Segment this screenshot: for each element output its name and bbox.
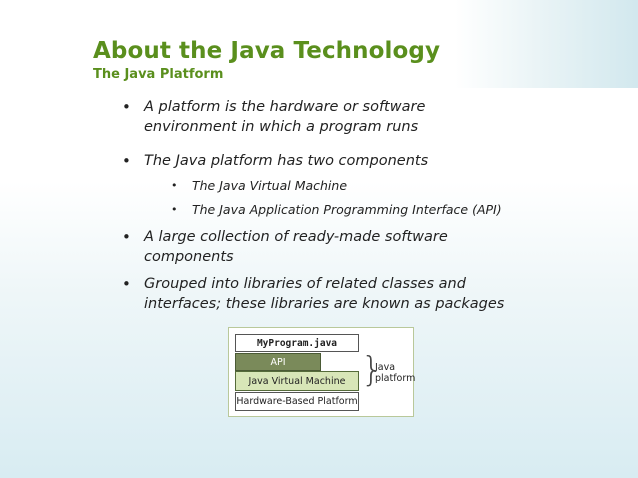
subbullet-api: • The Java Application Programming Inter…	[171, 201, 502, 219]
brace-label-line: platform	[375, 373, 416, 384]
bullet-dot-icon: •	[122, 152, 131, 170]
bullet-line: components	[144, 249, 234, 265]
bullet-line: A platform is the hardware or software	[144, 99, 426, 115]
api-layer: API	[235, 353, 321, 371]
bullet-line: Grouped into libraries of related classe…	[144, 276, 466, 292]
bullet-dot-icon: •	[122, 275, 131, 293]
bullet-dot-icon: •	[171, 203, 178, 216]
decorative-corner-panel	[455, 0, 638, 88]
program-layer: MyProgram.java	[235, 334, 359, 352]
bullet-ready-made-components: • A large collection of ready-made softw…	[122, 227, 564, 267]
brace-label-line: Java	[375, 362, 396, 373]
bullet-dot-icon: •	[122, 228, 131, 246]
subbullet-jvm: • The Java Virtual Machine	[171, 177, 348, 195]
hardware-layer: Hardware-Based Platform	[235, 392, 359, 411]
bullet-two-components: • The Java platform has two components	[122, 151, 564, 171]
bullet-dot-icon: •	[122, 98, 131, 116]
slide-subtitle: The Java Platform	[93, 67, 224, 82]
bullet-platform-definition: • A platform is the hardware or software…	[122, 97, 564, 137]
java-platform-diagram: MyProgram.java API Java Virtual Machine …	[228, 327, 415, 417]
bullet-line: environment in which a program runs	[144, 119, 419, 135]
bullet-dot-icon: •	[171, 179, 178, 192]
curly-brace-icon: }	[361, 350, 383, 390]
bullet-line: A large collection of ready-made softwar…	[144, 229, 448, 245]
bullet-line: interfaces; these libraries are known as…	[144, 296, 505, 312]
bullet-line: The Java Application Programming Interfa…	[192, 202, 502, 217]
jvm-layer: Java Virtual Machine	[235, 371, 359, 391]
bullet-line: The Java platform has two components	[144, 153, 429, 169]
slide-title: About the Java Technology	[93, 38, 441, 64]
java-platform-label: Java platform	[375, 362, 415, 384]
bullet-line: The Java Virtual Machine	[192, 178, 348, 193]
bullet-packages: • Grouped into libraries of related clas…	[122, 274, 564, 314]
